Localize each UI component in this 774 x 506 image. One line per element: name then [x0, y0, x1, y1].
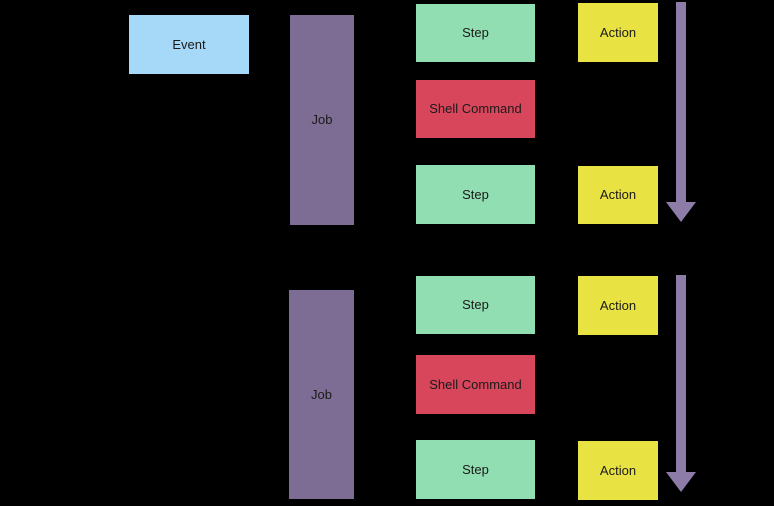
arrow-head-icon — [666, 202, 696, 222]
step-node-2: Step — [416, 165, 535, 224]
action-node-4: Action — [578, 441, 658, 500]
action-node-1: Action — [578, 3, 658, 62]
arrow-head-icon — [666, 472, 696, 492]
job-node-1: Job — [290, 15, 354, 225]
arrow-shaft — [676, 2, 686, 202]
job-node-2: Job — [289, 290, 354, 499]
flow-arrow-1 — [666, 2, 696, 222]
action-node-2: Action — [578, 166, 658, 224]
step-node-4: Step — [416, 440, 535, 499]
step-node-1: Step — [416, 4, 535, 62]
action-node-3: Action — [578, 276, 658, 335]
event-node: Event — [129, 15, 249, 74]
step-node-3: Step — [416, 276, 535, 334]
shell-command-node-2: Shell Command — [416, 355, 535, 414]
shell-command-node-1: Shell Command — [416, 80, 535, 138]
arrow-shaft — [676, 275, 686, 473]
flow-arrow-2 — [666, 275, 696, 492]
